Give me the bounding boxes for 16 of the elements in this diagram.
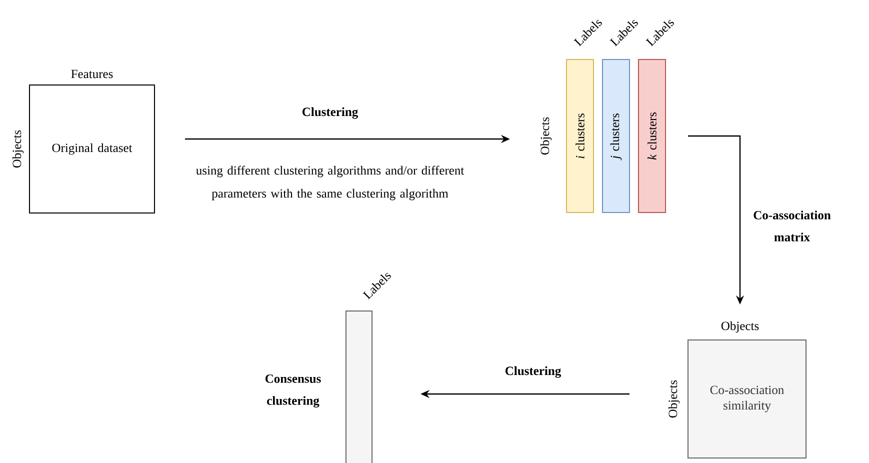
axis-label: Objects [12, 130, 24, 168]
matrix-box: Co-association similarity [688, 340, 807, 458]
cluster-bar [346, 310, 372, 463]
description-text: using different clustering algorithms and/or different parameters with the same clustering algorithm [196, 166, 464, 200]
cluster-bar: k clusters [638, 59, 666, 213]
axis-label: Objects [668, 380, 680, 418]
edge-label: Clustering [302, 107, 358, 119]
edge-label: Co-association matrix [754, 210, 831, 242]
axis-label: Objects [540, 117, 552, 155]
axis-label: Features [71, 70, 113, 78]
matrix-box: Original dataset [29, 84, 155, 214]
cluster-bar: j clusters [602, 59, 630, 213]
edge-label: Clustering [506, 366, 562, 378]
cluster-bar: i clusters [566, 59, 594, 213]
caption-text: Consensus clustering [265, 374, 321, 408]
axis-label: Objects [721, 321, 759, 333]
